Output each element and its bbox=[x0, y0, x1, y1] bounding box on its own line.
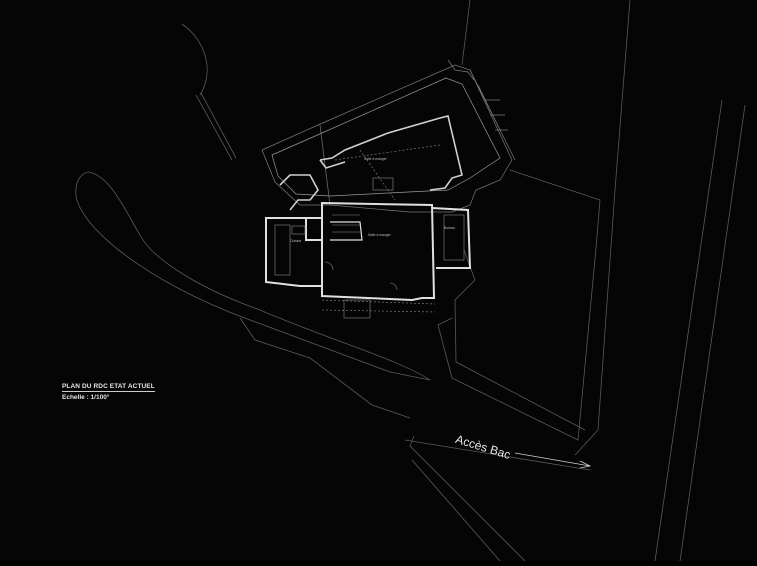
road-acces-bac-2 bbox=[411, 459, 501, 562]
main-house-walls bbox=[265, 201, 472, 302]
path-strip-left bbox=[195, 92, 237, 161]
plan-scale: Echelle : 1/100° bbox=[62, 394, 110, 401]
title-block: PLAN DU RDC ETAT ACTUEL Echelle : 1/100° bbox=[62, 383, 155, 401]
room-name: Salle à manger bbox=[368, 233, 391, 237]
river-bank-right-4 bbox=[679, 104, 746, 562]
terrain-lines bbox=[75, 0, 746, 562]
room-label-central-hall: Salle à manger bbox=[368, 233, 391, 237]
room-label-bureau: Bureau bbox=[444, 226, 455, 230]
upper-hall-walls bbox=[279, 115, 463, 211]
room-name: Cuisine bbox=[290, 239, 302, 243]
river-bank-right-2 bbox=[574, 0, 631, 456]
right-parcel-inner bbox=[454, 249, 586, 431]
interior-details bbox=[274, 214, 465, 319]
curved-boundary-top bbox=[181, 23, 208, 96]
room-name: Bureau bbox=[444, 226, 455, 230]
road-acces-bac bbox=[404, 435, 591, 562]
river-bank-right-1 bbox=[461, 0, 471, 66]
room-name: Salle à manger bbox=[364, 157, 387, 161]
curved-lawn-boundary bbox=[75, 171, 431, 381]
plan-title: PLAN DU RDC ETAT ACTUEL bbox=[62, 383, 155, 392]
river-bank-right-3 bbox=[654, 99, 723, 562]
outer-road-left bbox=[239, 317, 411, 419]
terrace-outline bbox=[261, 59, 516, 213]
access-arrow bbox=[514, 452, 592, 469]
room-label-cuisine: Cuisine bbox=[290, 239, 301, 243]
room-label-upper-hall: Salle à manger bbox=[364, 157, 387, 161]
right-parcel bbox=[437, 169, 601, 441]
